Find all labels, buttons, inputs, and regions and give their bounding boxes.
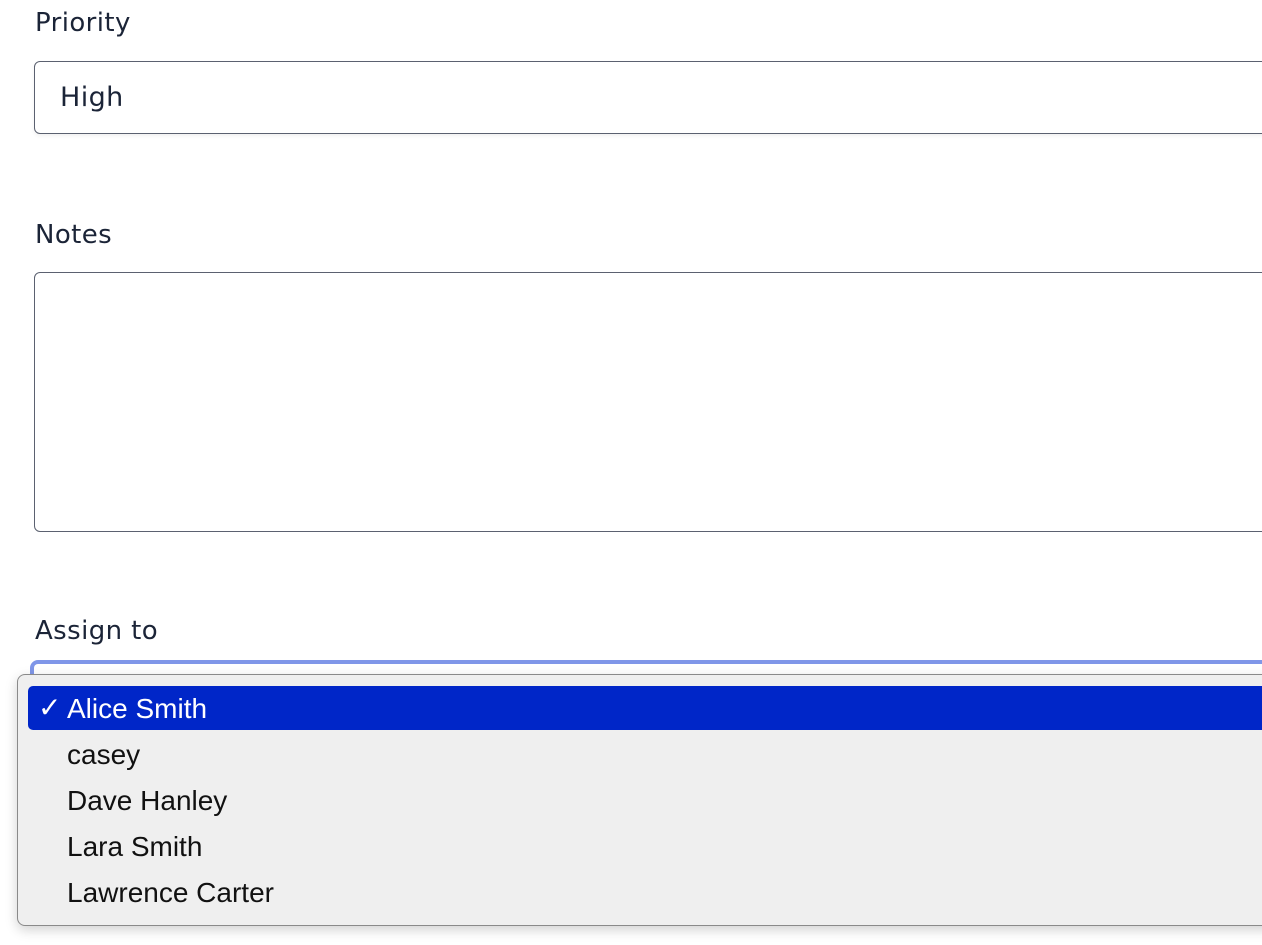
assign-option-casey[interactable]: casey [28, 732, 1262, 776]
priority-select[interactable]: High [34, 61, 1262, 134]
option-label: Lawrence Carter [67, 877, 274, 908]
priority-value: High [60, 82, 124, 113]
notes-label: Notes [35, 220, 113, 250]
priority-label: Priority [35, 8, 131, 38]
checkmark-icon: ✓ [38, 692, 62, 723]
option-label: casey [67, 739, 141, 770]
option-label: Alice Smith [67, 693, 208, 724]
notes-textarea[interactable] [34, 272, 1262, 532]
assign-option-lawrence-carter[interactable]: Lawrence Carter [28, 870, 1262, 914]
assign-to-label: Assign to [35, 616, 159, 646]
option-label: Dave Hanley [67, 785, 228, 816]
assign-to-dropdown-list: ✓ Alice Smith casey Dave Hanley Lara Smi… [17, 674, 1262, 926]
option-label: Lara Smith [67, 831, 203, 862]
assign-option-lara-smith[interactable]: Lara Smith [28, 824, 1262, 868]
assign-option-dave-hanley[interactable]: Dave Hanley [28, 778, 1262, 822]
assign-option-alice-smith[interactable]: ✓ Alice Smith [28, 686, 1262, 730]
